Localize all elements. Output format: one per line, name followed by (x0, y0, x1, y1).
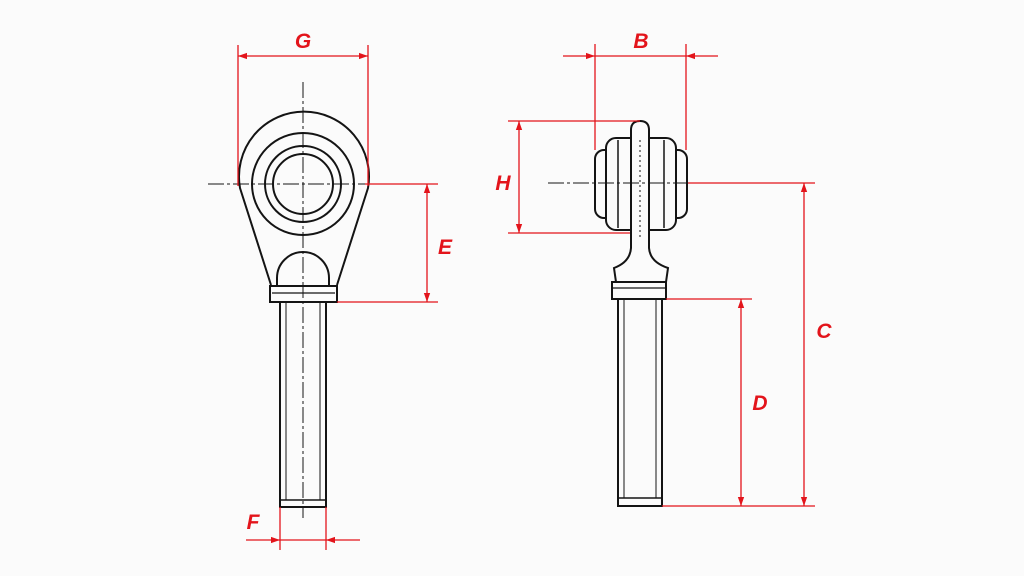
label-c: C (816, 320, 832, 343)
front-eye-contour (238, 110, 370, 286)
label-f: F (247, 511, 261, 534)
side-view (594, 119, 688, 507)
dimension-labels: G B H E C D F (247, 30, 833, 534)
label-e: E (438, 236, 453, 259)
label-h: H (495, 172, 511, 195)
side-shank (617, 298, 663, 507)
label-b: B (633, 30, 648, 53)
side-collar (611, 281, 667, 300)
dimensions (237, 44, 815, 550)
label-d: D (752, 392, 767, 415)
label-g: G (295, 30, 311, 53)
front-view (238, 110, 370, 508)
